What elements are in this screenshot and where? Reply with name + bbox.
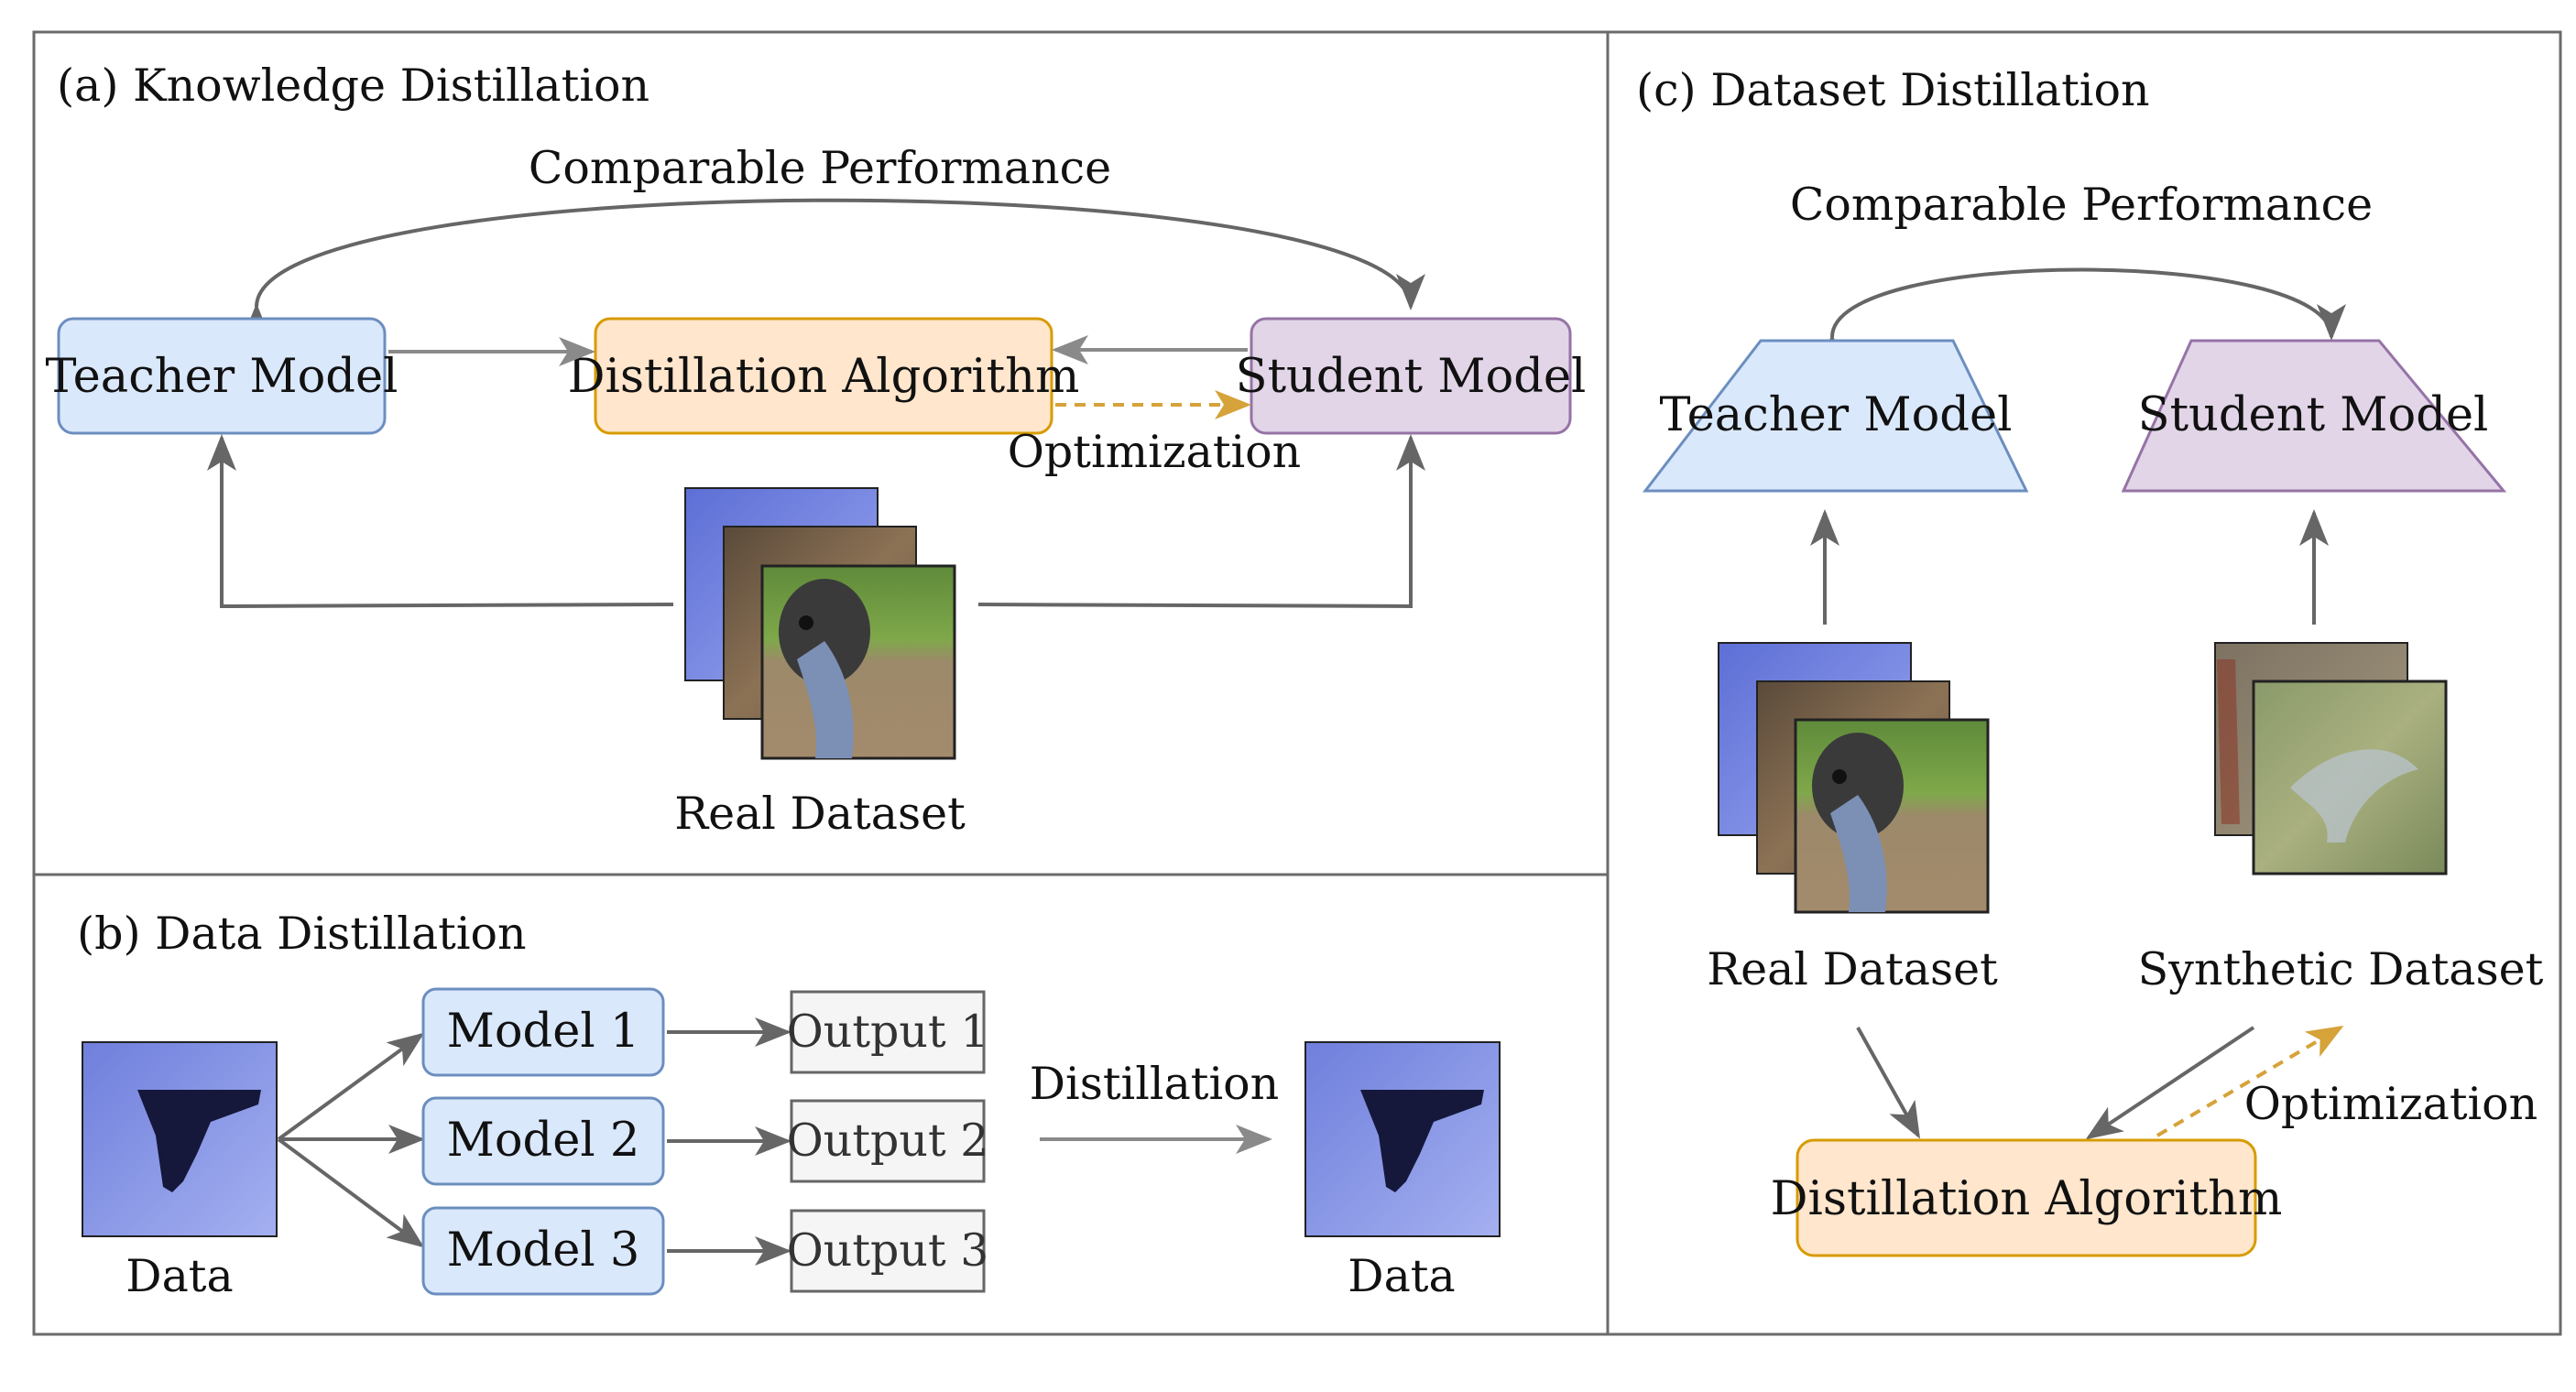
panel-c-title: (c) Dataset Distillation: [1636, 64, 2150, 116]
panel-b-distillation-label: Distillation: [1030, 1058, 1279, 1110]
panel-c-teacher-trapezoid: Teacher Model: [1642, 339, 2029, 493]
panel-c-real-label: Real Dataset: [1707, 943, 1998, 995]
panel-a-data-to-student-arrow: [977, 434, 1425, 609]
panel-c-teacher-label: Teacher Model: [1660, 388, 2013, 442]
panel-b-input-image: [82, 1041, 278, 1237]
panel-b-model-2-box: Model 2: [421, 1096, 665, 1186]
panel-b-model-1-box: Model 1: [421, 987, 665, 1077]
panel-a-algorithm-label: Distillation Algorithm: [568, 350, 1080, 404]
panel-b-fan-arrow-3: [277, 1137, 425, 1248]
panel-b-model-1-label: Model 1: [447, 1005, 640, 1059]
panel-b-output-2-box: Output 2: [787, 1099, 989, 1183]
panel-c-optimization-label: Optimization: [2244, 1078, 2538, 1130]
panel-a-student-label: Student Model: [1236, 350, 1587, 404]
panel-b-output-3-box: Output 3: [787, 1209, 989, 1293]
panel-a-teacher-box: Teacher Model: [46, 317, 398, 435]
panel-a-comparable-label: Comparable Performance: [529, 142, 1111, 194]
panel-c-student-trapezoid: Student Model: [2121, 339, 2507, 493]
panel-b-fan-arrow-1: [277, 1032, 425, 1141]
panel-c-optimization-arrow: [2156, 1025, 2344, 1137]
panel-a-optimization-label: Optimization: [1008, 426, 1302, 478]
panel-a-dataset-label: Real Dataset: [674, 788, 966, 840]
panel-c-synthetic-to-algo-arrow: [2085, 1026, 2255, 1140]
panel-c-real-to-algo-arrow: [1856, 1027, 1920, 1139]
panel-c-synthetic-dataset-images: [2214, 642, 2448, 875]
panel-a-student-box: Student Model: [1236, 317, 1587, 435]
panel-a-title: (a) Knowledge Distillation: [57, 60, 649, 112]
panel-b-model-2-label: Model 2: [447, 1114, 640, 1168]
panel-a-data-to-teacher-arrow: [207, 434, 674, 609]
panel-b-data-out-label: Data: [1348, 1250, 1455, 1302]
panel-b-model-3-label: Model 3: [447, 1223, 640, 1278]
panel-b-model-3-box: Model 3: [421, 1206, 665, 1296]
panel-b-output-image: [1304, 1041, 1501, 1237]
panel-c-synthetic-label: Synthetic Dataset: [2138, 943, 2544, 995]
panel-a-comparable-arrow: [241, 198, 1425, 341]
panel-c-algorithm-label: Distillation Algorithm: [1771, 1172, 2283, 1226]
panel-c-comparable-arrow: [1817, 267, 2346, 371]
panel-b-output-3-label: Output 3: [787, 1224, 989, 1277]
panel-c-algorithm-box: Distillation Algorithm: [1771, 1138, 2283, 1257]
panel-c-real-dataset-images: [1718, 642, 1990, 914]
panel-a-algorithm-box: Distillation Algorithm: [568, 317, 1080, 435]
panel-c-comparable-label: Comparable Performance: [1790, 179, 2373, 231]
panel-c-student-label: Student Model: [2138, 388, 2489, 442]
panel-a-teacher-label: Teacher Model: [46, 350, 398, 404]
panel-b-output-1-box: Output 1: [787, 990, 989, 1074]
panel-a-real-dataset-images: [684, 487, 956, 760]
panel-b-data-in-label: Data: [126, 1250, 233, 1302]
panel-b-title: (b) Data Distillation: [77, 908, 527, 960]
panel-b-output-1-label: Output 1: [787, 1006, 989, 1058]
panel-b-output-2-label: Output 2: [787, 1115, 989, 1167]
